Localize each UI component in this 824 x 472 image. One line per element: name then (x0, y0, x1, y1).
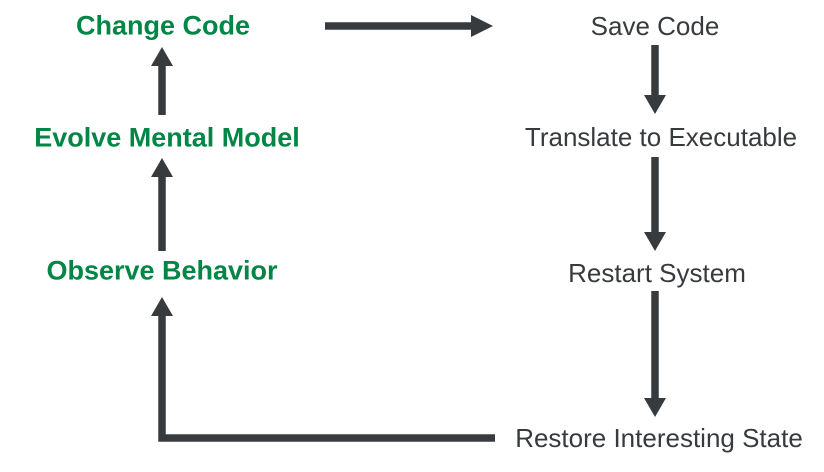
arrow-evolve-to-change (151, 47, 173, 115)
node-save-code: Save Code (590, 11, 720, 41)
arrow-translate-to-restart (644, 157, 666, 251)
node-observe-behavior: Observe Behavior (46, 255, 278, 286)
arrow-change-code-to-save-code (325, 15, 493, 37)
arrow-restore-to-observe (151, 297, 495, 442)
node-evolve-mental-model: Evolve Mental Model (34, 122, 300, 153)
node-translate-to-executable: Translate to Executable (524, 122, 798, 152)
node-restart-system: Restart System (568, 258, 746, 288)
arrow-observe-to-evolve (151, 158, 173, 251)
arrow-save-code-to-translate (644, 45, 666, 114)
node-restore-interesting-state: Restore Interesting State (515, 423, 803, 453)
arrow-restart-to-restore (644, 291, 666, 417)
node-change-code: Change Code (75, 10, 251, 41)
